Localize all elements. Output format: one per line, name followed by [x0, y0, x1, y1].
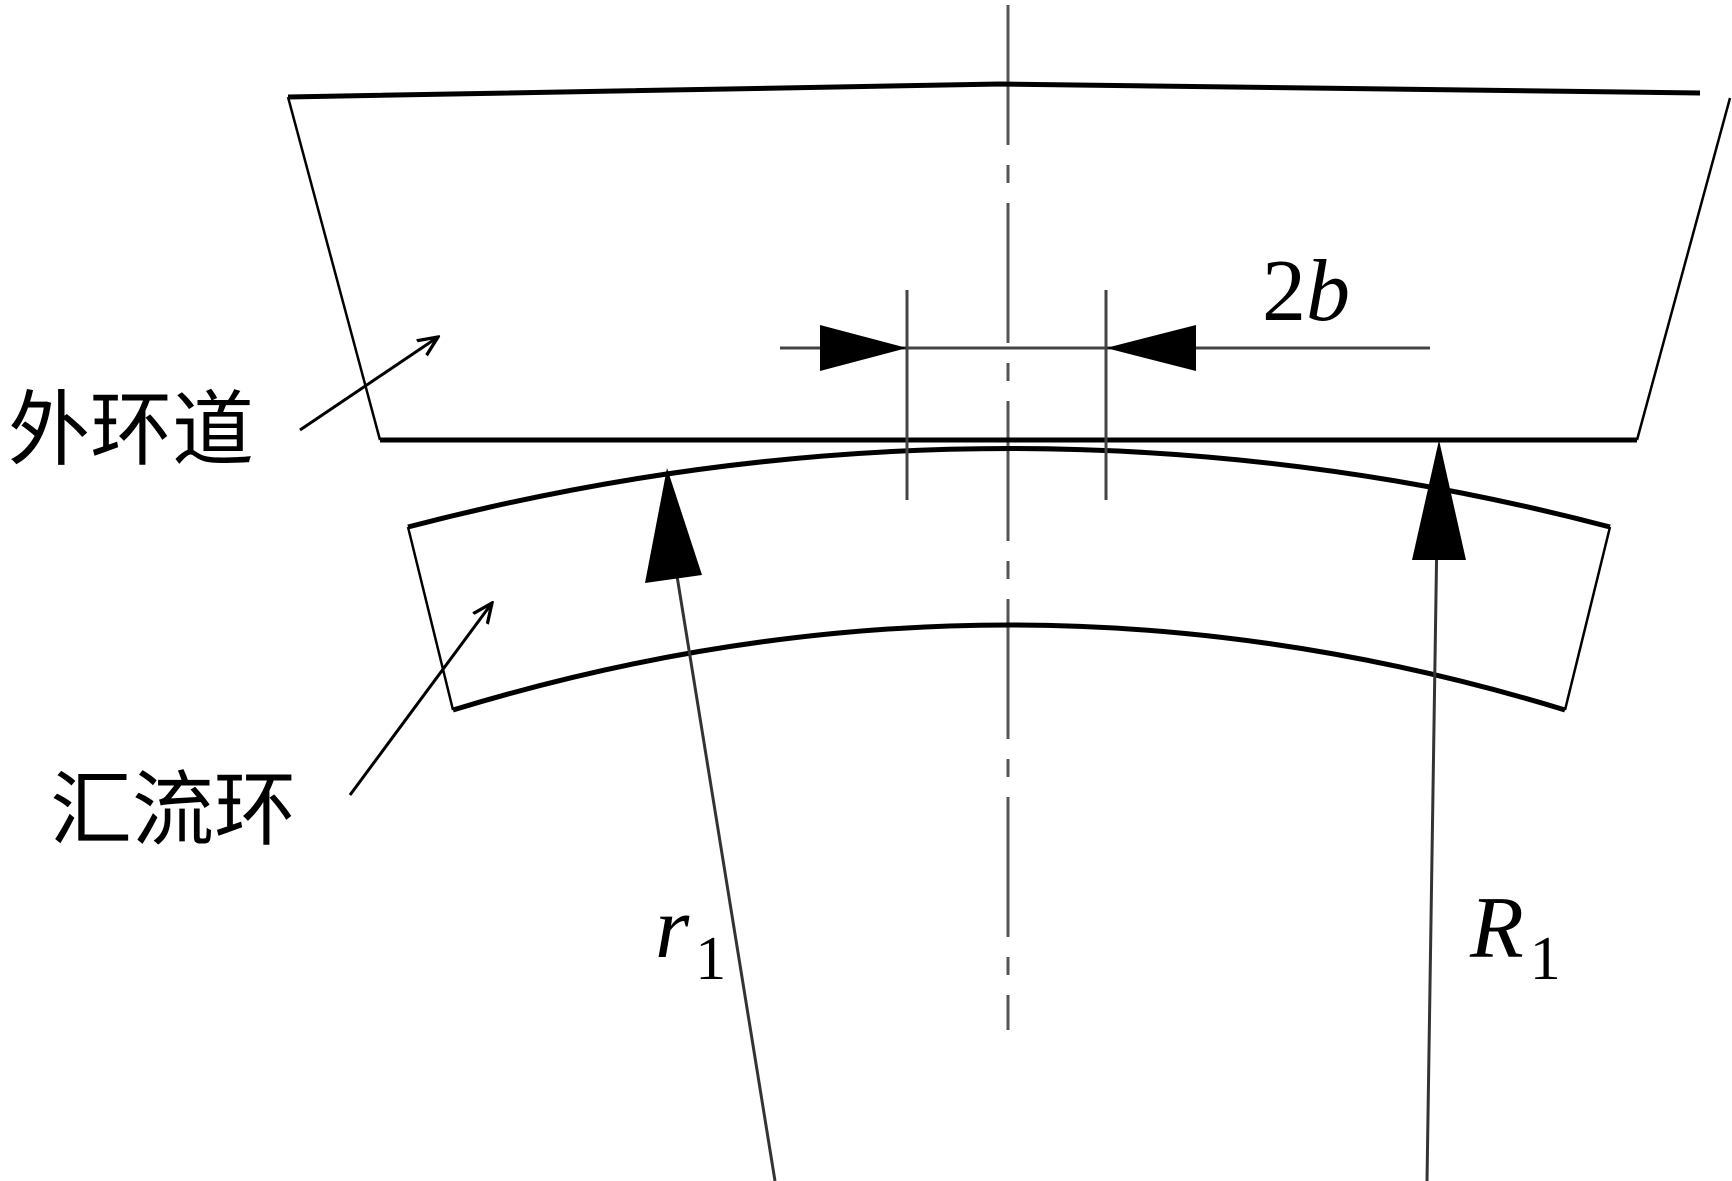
contact-width-dimension [780, 290, 1430, 500]
outer-raceway-leader [299, 337, 438, 432]
outer-radius-label: R1 [1470, 885, 1561, 993]
outer-radius-line [1412, 440, 1466, 1181]
outer-radius-subscript: 1 [1529, 925, 1561, 993]
contact-width-label: 2b [1262, 248, 1350, 336]
outer-raceway-shape [286, 81, 1732, 443]
inner-radius-arrowhead [645, 468, 702, 583]
collector-ring-leader [348, 603, 492, 796]
collector-ring-label: 汇流环 [50, 763, 297, 858]
inner-radius-subscript: 1 [695, 925, 727, 993]
inner-radius-label: r1 [655, 885, 727, 993]
dimension-arrowhead-left [820, 325, 907, 371]
contact-width-variable: b [1306, 243, 1350, 340]
contact-width-coefficient: 2 [1262, 243, 1306, 340]
dimension-arrowhead-right [1106, 325, 1196, 371]
outer-radius-symbol: R [1470, 880, 1524, 977]
outer-raceway-label: 外环道 [8, 383, 255, 478]
outer-radius-arrowhead [1412, 440, 1466, 560]
inner-radius-line [645, 468, 777, 1181]
inner-radius-symbol: r [655, 880, 690, 977]
